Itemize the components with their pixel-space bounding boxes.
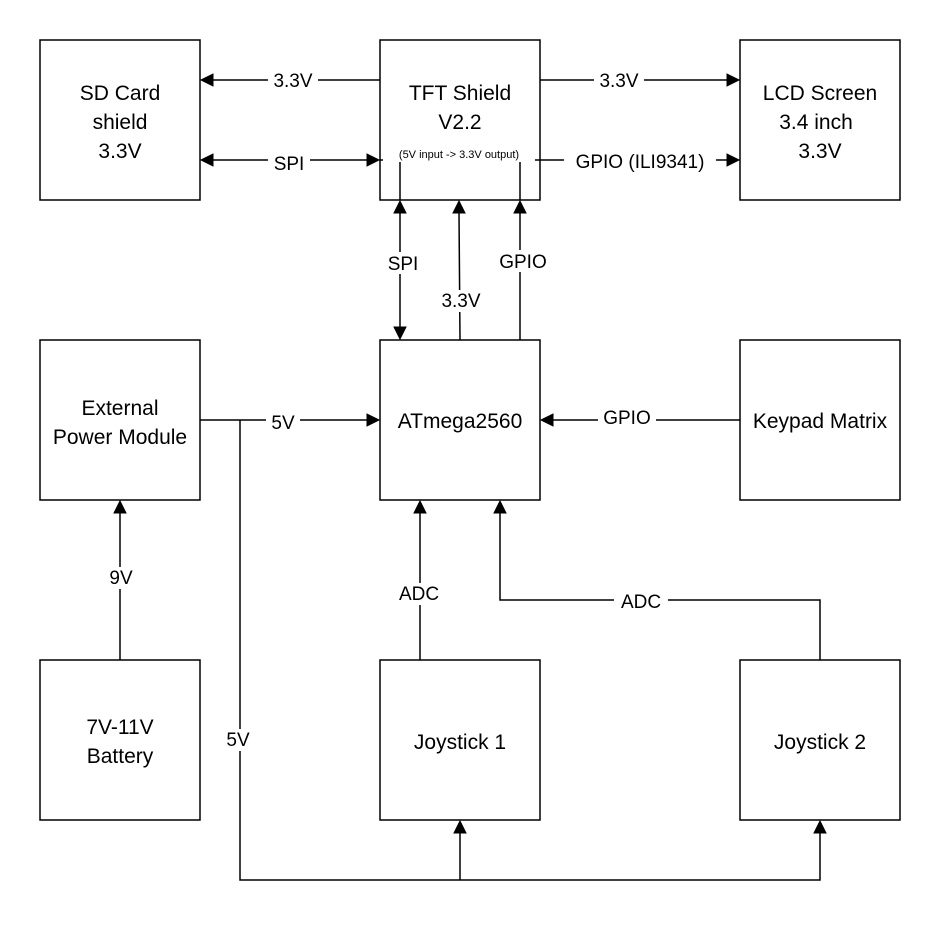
svg-text:3.3V: 3.3V [273, 71, 312, 92]
edge-label-battery-power: 9V [106, 567, 136, 589]
edge-label-power-joysticks: 5V [222, 729, 254, 751]
battery-block[interactable]: 7V-11V Battery [39, 659, 201, 821]
lcd-screen-label-line-3: 3.3V [798, 140, 841, 163]
joystick2-block[interactable]: Joystick 2 [739, 659, 901, 821]
keypad-label: Keypad Matrix [753, 410, 888, 433]
joystick2-to-mcu-edge [493, 499, 821, 660]
edge-label-mcu-tft-gpio: GPIO [494, 250, 552, 273]
power-to-joysticks-edge [239, 420, 827, 881]
mcu-to-tft-power-edge [452, 199, 466, 341]
lcd-screen-label-line-2: 3.4 inch [779, 111, 853, 134]
mcu-to-tft-gpio-edge [513, 199, 527, 340]
tft-shield-label-line-1: TFT Shield [409, 82, 511, 105]
edge-label-tft-sd-spi: SPI [268, 152, 310, 175]
sd-card-block[interactable]: SD Card shield 3.3V [39, 39, 201, 201]
edge-label-tft-lcd-gpio: GPIO (ILI9341) [564, 150, 716, 173]
power-module-label-line-1: External [81, 397, 158, 420]
tft-shield-note: (5V input -> 3.3V output) [383, 147, 535, 162]
power-module-label-line-2: Power Module [53, 426, 187, 449]
svg-text:3.3V: 3.3V [599, 71, 638, 92]
sd-card-label-line-3: 3.3V [98, 140, 141, 163]
svg-text:(5V input -> 3.3V output): (5V input -> 3.3V output) [399, 149, 519, 161]
edge-label-tft-lcd-power: 3.3V [594, 70, 644, 92]
svg-text:GPIO: GPIO [499, 252, 547, 273]
joystick1-to-mcu-edge [413, 499, 427, 660]
svg-text:GPIO: GPIO [603, 408, 651, 429]
edge-label-keypad-mcu: GPIO [598, 407, 656, 429]
svg-text:ADC: ADC [621, 592, 661, 613]
edge-label-mcu-tft-power: 3.3V [436, 290, 486, 312]
svg-text:SPI: SPI [274, 154, 305, 175]
edge-label-joystick2-mcu: ADC [614, 591, 668, 613]
battery-label-line-1: 7V-11V [86, 716, 153, 739]
keypad-block[interactable]: Keypad Matrix [739, 339, 901, 501]
tft-shield-block[interactable]: TFT Shield V2.2 [379, 39, 541, 201]
edge-label-mcu-tft-spi: SPI [384, 252, 424, 275]
sd-card-label-line-2: shield [93, 111, 148, 134]
tft-shield-label-line-2: V2.2 [438, 111, 481, 134]
svg-text:GPIO (ILI9341): GPIO (ILI9341) [576, 152, 705, 173]
battery-label-line-2: Battery [87, 745, 154, 768]
svg-text:ADC: ADC [399, 584, 439, 605]
atmega-block[interactable]: ATmega2560 [379, 339, 541, 501]
joystick1-block[interactable]: Joystick 1 [379, 659, 541, 821]
edge-label-joystick1-mcu: ADC [392, 583, 446, 605]
lcd-screen-label-line-1: LCD Screen [763, 82, 877, 105]
joystick2-label: Joystick 2 [774, 731, 866, 754]
edge-label-power-mcu: 5V [266, 411, 300, 434]
svg-text:9V: 9V [109, 568, 133, 589]
joystick1-label: Joystick 1 [414, 731, 506, 754]
sd-card-label-line-1: SD Card [80, 82, 161, 105]
power-module-block[interactable]: External Power Module [39, 339, 201, 501]
atmega-label: ATmega2560 [398, 410, 523, 433]
svg-text:5V: 5V [271, 413, 295, 434]
svg-text:3.3V: 3.3V [441, 291, 480, 312]
lcd-screen-block[interactable]: LCD Screen 3.4 inch 3.3V [739, 39, 901, 201]
svg-text:SPI: SPI [388, 254, 419, 275]
svg-text:5V: 5V [226, 730, 250, 751]
edge-label-tft-sd-power: 3.3V [268, 70, 318, 92]
